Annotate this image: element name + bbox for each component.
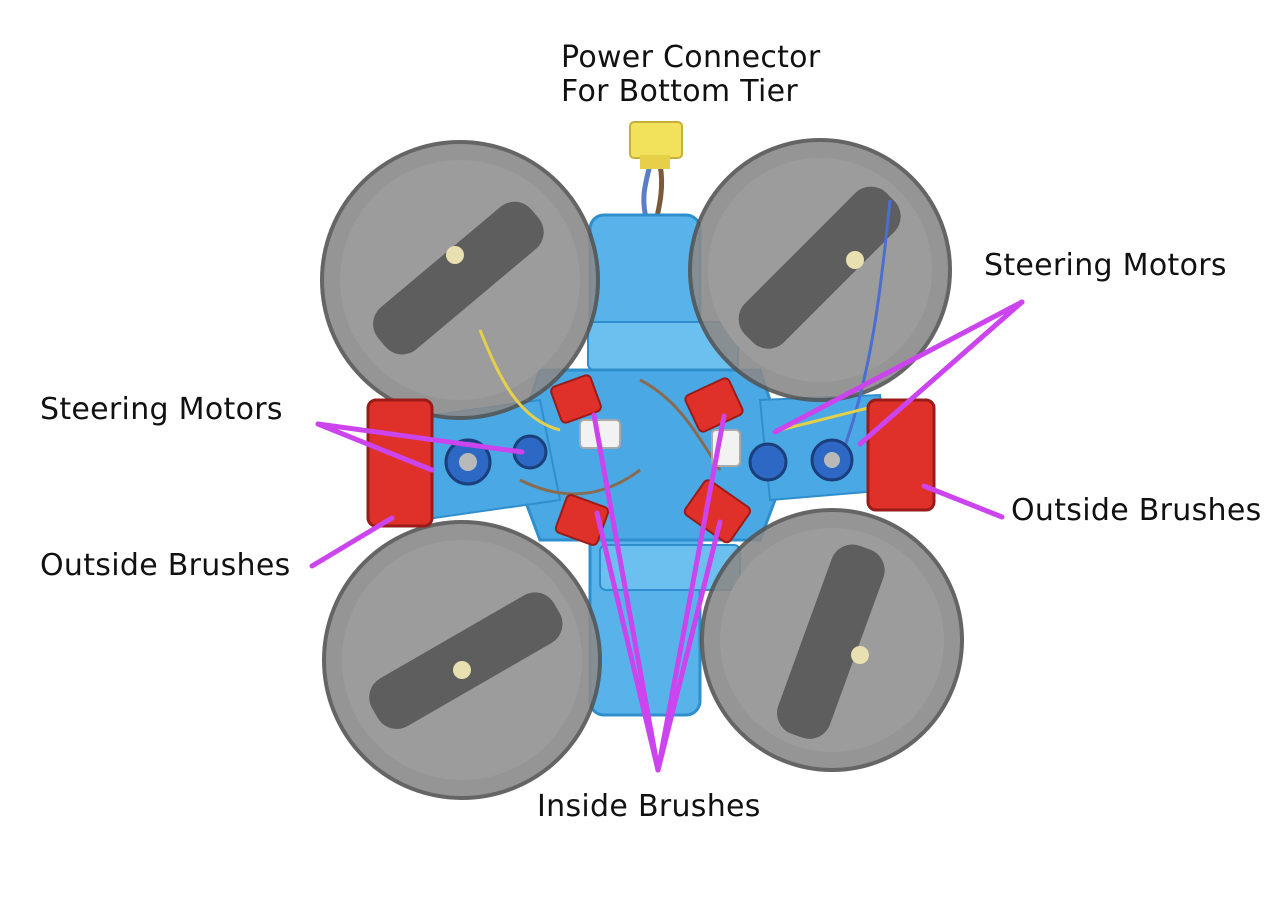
label-power-connector: Power Connector For Bottom Tier [561,41,820,109]
wheel-top-left [320,140,600,420]
label-outside-brushes-right: Outside Brushes [1011,493,1262,528]
label-power-line1: Power Connector [561,40,821,75]
wheel-top-right [688,138,952,402]
power-connector [629,121,683,226]
wheel-bottom-left [322,520,602,800]
label-inside-brushes: Inside Brushes [537,789,761,824]
wheel-bottom-right [700,508,964,772]
label-steering-motors-right: Steering Motors [984,248,1227,283]
label-steering-motors-left: Steering Motors [40,392,283,427]
label-power-line2: For Bottom Tier [561,74,799,109]
label-outside-brushes-left: Outside Brushes [40,548,291,583]
